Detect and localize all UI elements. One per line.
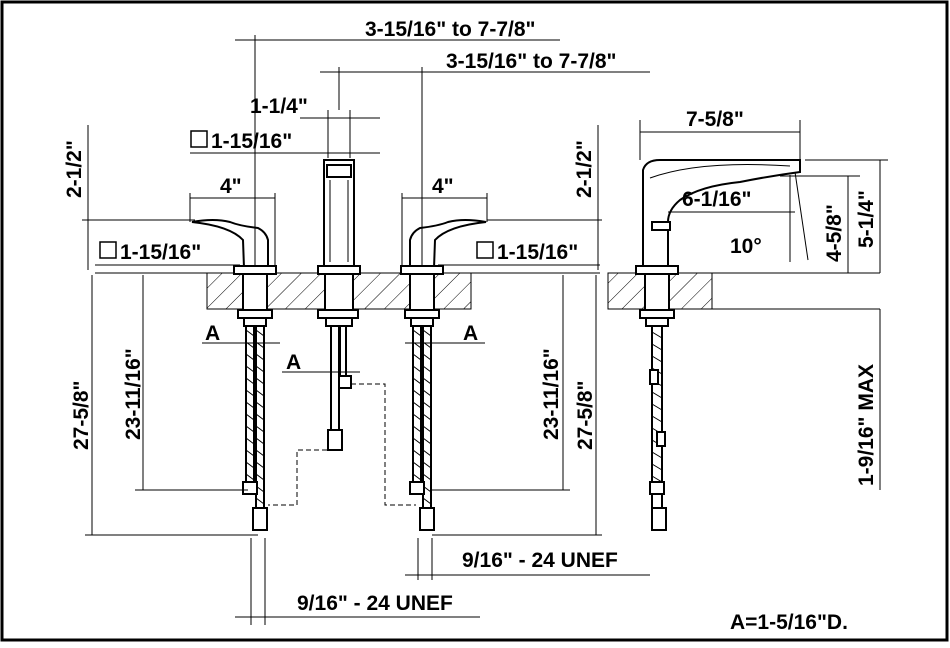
right-handle-height-label: 2-1/2" bbox=[573, 140, 596, 198]
dimension-labels: 3-15/16" to 7-7/8" 3-15/16" to 7-7/8" 1-… bbox=[63, 18, 878, 634]
dimension-lines bbox=[82, 35, 888, 625]
overall-height-label: 5-1/4" bbox=[855, 190, 878, 248]
right-handle-width-label: 4" bbox=[432, 175, 454, 198]
left-handle-height-label: 2-1/2" bbox=[63, 140, 86, 198]
spout-square-label: 1-15/16" bbox=[211, 130, 292, 153]
spread-outer-label: 3-15/16" to 7-7/8" bbox=[365, 18, 536, 41]
square-symbol bbox=[476, 241, 494, 259]
spout-height-label: 4-5/8" bbox=[823, 204, 846, 262]
center-spout bbox=[268, 159, 416, 506]
thread-right-label: 9/16" - 24 UNEF bbox=[462, 549, 618, 572]
square-symbol bbox=[190, 130, 208, 148]
spout-base-label: 1-1/4" bbox=[250, 95, 308, 118]
a-right-label: A bbox=[463, 322, 478, 345]
a-left-label: A bbox=[205, 322, 220, 345]
left-handle bbox=[191, 219, 277, 531]
left-handle-width-label: 4" bbox=[220, 175, 242, 198]
right-base-square-label: 1-15/16" bbox=[497, 241, 578, 264]
deck-max-label: 1-9/16" MAX bbox=[855, 364, 878, 486]
left-hose-length-label: 23-11/16" bbox=[122, 348, 145, 440]
right-handle bbox=[400, 219, 487, 531]
left-total-length-label: 27-5/8" bbox=[70, 380, 93, 450]
spout-reach-label: 7-5/8" bbox=[686, 108, 744, 131]
left-base-square-label: 1-15/16" bbox=[120, 241, 201, 264]
a-center-label: A bbox=[286, 351, 301, 374]
spread-inner-label: 3-15/16" to 7-7/8" bbox=[446, 50, 617, 73]
footnote: A=1-5/16"D. bbox=[730, 611, 848, 634]
right-total-length-label: 27-5/8" bbox=[574, 380, 597, 450]
spout-depth-label: 6-1/16" bbox=[682, 188, 752, 211]
square-symbol bbox=[99, 241, 117, 259]
deck-front-view bbox=[95, 272, 880, 310]
spout-angle-label: 10° bbox=[730, 235, 762, 258]
side-view-spout bbox=[635, 159, 801, 531]
right-hose-length-label: 23-11/16" bbox=[540, 348, 563, 440]
thread-left-label: 9/16" - 24 UNEF bbox=[297, 592, 453, 615]
